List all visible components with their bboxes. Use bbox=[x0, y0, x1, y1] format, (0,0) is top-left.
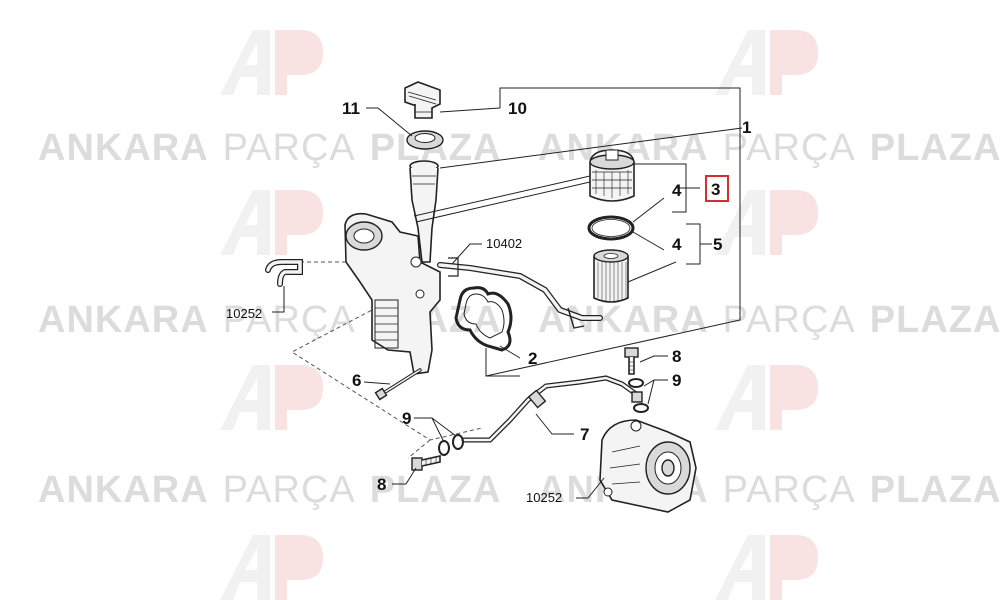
callout-5[interactable]: 5 bbox=[713, 235, 722, 254]
callout-3[interactable]: 3 bbox=[711, 180, 720, 199]
callout-10252-bottom[interactable]: 10252 bbox=[526, 490, 562, 505]
part-9-washers-right bbox=[628, 378, 649, 413]
leader-lines bbox=[272, 87, 743, 499]
callout-6[interactable]: 6 bbox=[352, 371, 361, 390]
part-8-bolt-right bbox=[624, 347, 639, 375]
part-10-filler-cap bbox=[404, 81, 441, 119]
callout-11[interactable]: 11 bbox=[342, 99, 360, 118]
callout-10[interactable]: 10 bbox=[508, 99, 527, 118]
callout-9-left[interactable]: 9 bbox=[402, 409, 411, 428]
callout-8-right[interactable]: 8 bbox=[672, 347, 681, 366]
callout-1[interactable]: 1 bbox=[742, 118, 751, 137]
callout-2[interactable]: 2 bbox=[528, 349, 537, 368]
part-5-filter-element bbox=[593, 249, 629, 303]
part-4-o-ring bbox=[587, 215, 635, 241]
hose-10252-left bbox=[265, 259, 303, 287]
watermark-logo-mid-right bbox=[715, 190, 818, 255]
highlight-box-part-3 bbox=[705, 175, 729, 202]
part-9-washers-left bbox=[438, 434, 464, 456]
turbocharger-10252 bbox=[599, 419, 697, 513]
part-11-seal-ring bbox=[406, 130, 444, 150]
watermark-logo-top-right bbox=[715, 30, 818, 95]
oil-filter-module bbox=[344, 212, 441, 375]
part-2-gasket bbox=[454, 286, 513, 352]
watermark-logo-low-left bbox=[220, 365, 323, 430]
watermark-logo-bottom-left bbox=[220, 535, 323, 600]
part-3-filter-cap bbox=[589, 149, 635, 202]
pipe-10402 bbox=[437, 257, 603, 329]
callout-4-lower[interactable]: 4 bbox=[672, 235, 682, 254]
callout-labels: 1 2 3 4 4 5 6 7 8 8 9 9 10 11 10402 1025… bbox=[226, 99, 751, 505]
part-6-long-bolt bbox=[374, 368, 422, 401]
callout-8-left[interactable]: 8 bbox=[377, 475, 386, 494]
watermark-logo-top-left bbox=[220, 30, 323, 95]
callout-10402[interactable]: 10402 bbox=[486, 236, 522, 251]
watermark-logo-low-right bbox=[715, 365, 818, 430]
part-8-bolt-left bbox=[411, 455, 441, 471]
watermark-logo-bottom-right bbox=[715, 535, 818, 600]
watermark-logo-mid-left bbox=[220, 190, 323, 255]
oil-filler-tube bbox=[409, 160, 439, 263]
watermark-logos bbox=[220, 30, 818, 600]
callout-7[interactable]: 7 bbox=[580, 425, 589, 444]
callout-4-upper[interactable]: 4 bbox=[672, 181, 682, 200]
callout-10252-left[interactable]: 10252 bbox=[226, 306, 262, 321]
callout-9-right[interactable]: 9 bbox=[672, 371, 681, 390]
part-7-oil-feed-pipe bbox=[461, 375, 639, 443]
